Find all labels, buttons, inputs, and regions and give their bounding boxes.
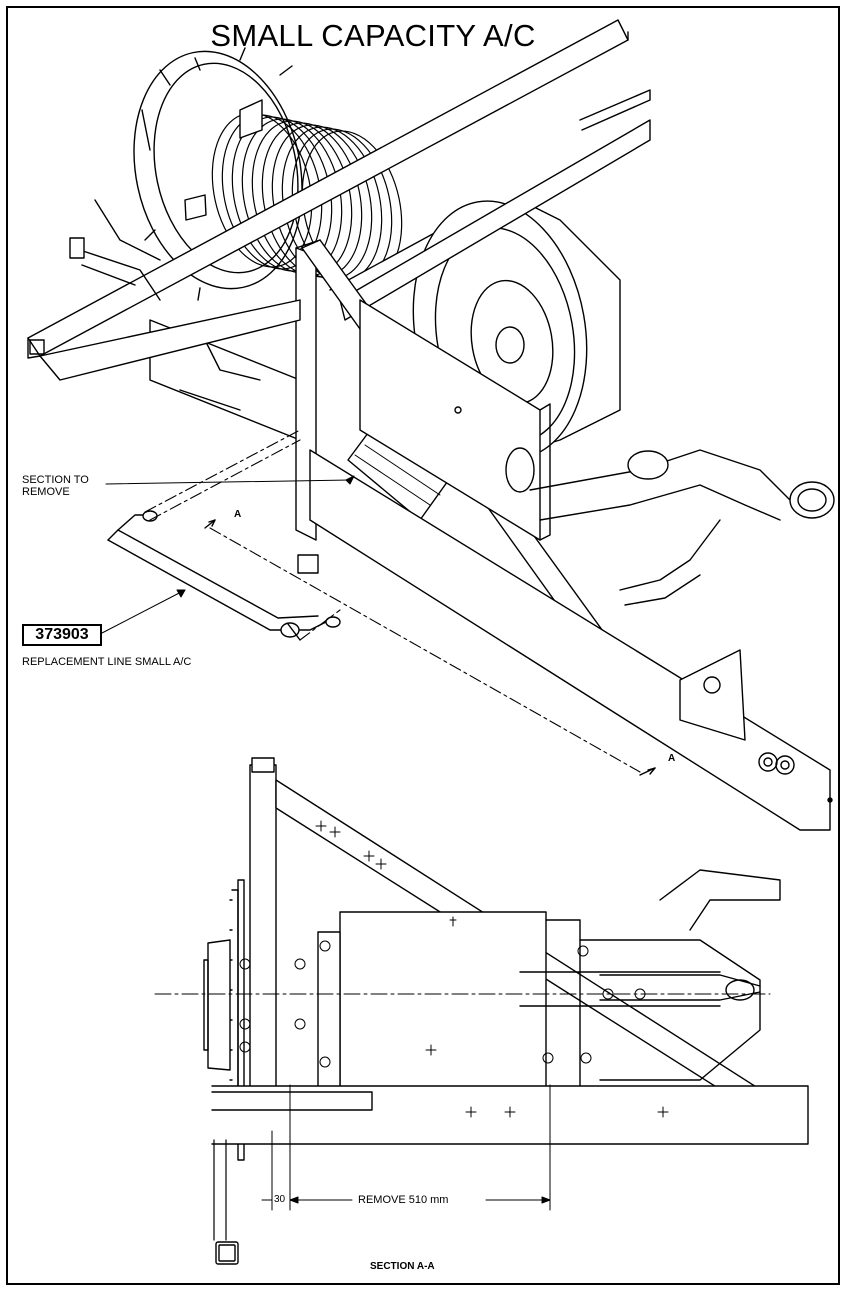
section-to-remove-label-line2: REMOVE: [22, 486, 70, 498]
section-view: [154, 757, 809, 1265]
section-marker-bottom: A: [668, 753, 676, 764]
section-to-remove-label-line1: SECTION TO: [22, 474, 89, 486]
phantom-outline: [144, 429, 641, 773]
section-caption: SECTION A-A: [370, 1261, 435, 1272]
dimension-30-label: 30: [274, 1194, 286, 1205]
dimension-remove-label: REMOVE 510 mm: [358, 1194, 449, 1206]
isometric-view: [27, 19, 835, 831]
coolant-hose: [505, 447, 835, 606]
frame-rail: [309, 449, 833, 831]
part-number-box: 373903: [22, 624, 102, 646]
section-fasteners: [239, 820, 669, 1118]
page-title: SMALL CAPACITY A/C: [210, 18, 536, 53]
dimension-lines: [261, 1084, 551, 1211]
leader-lines: [101, 475, 355, 634]
section-compressor: [317, 869, 781, 1095]
section-post: [249, 764, 277, 1132]
section-marker-top: A: [234, 509, 242, 520]
section-marker-arrows: [204, 519, 656, 776]
left-pipes: [69, 199, 161, 301]
mounting-plate: [359, 299, 551, 541]
replacement-line-label: REPLACEMENT LINE SMALL A/C: [22, 656, 192, 668]
top-beam: [27, 19, 651, 359]
